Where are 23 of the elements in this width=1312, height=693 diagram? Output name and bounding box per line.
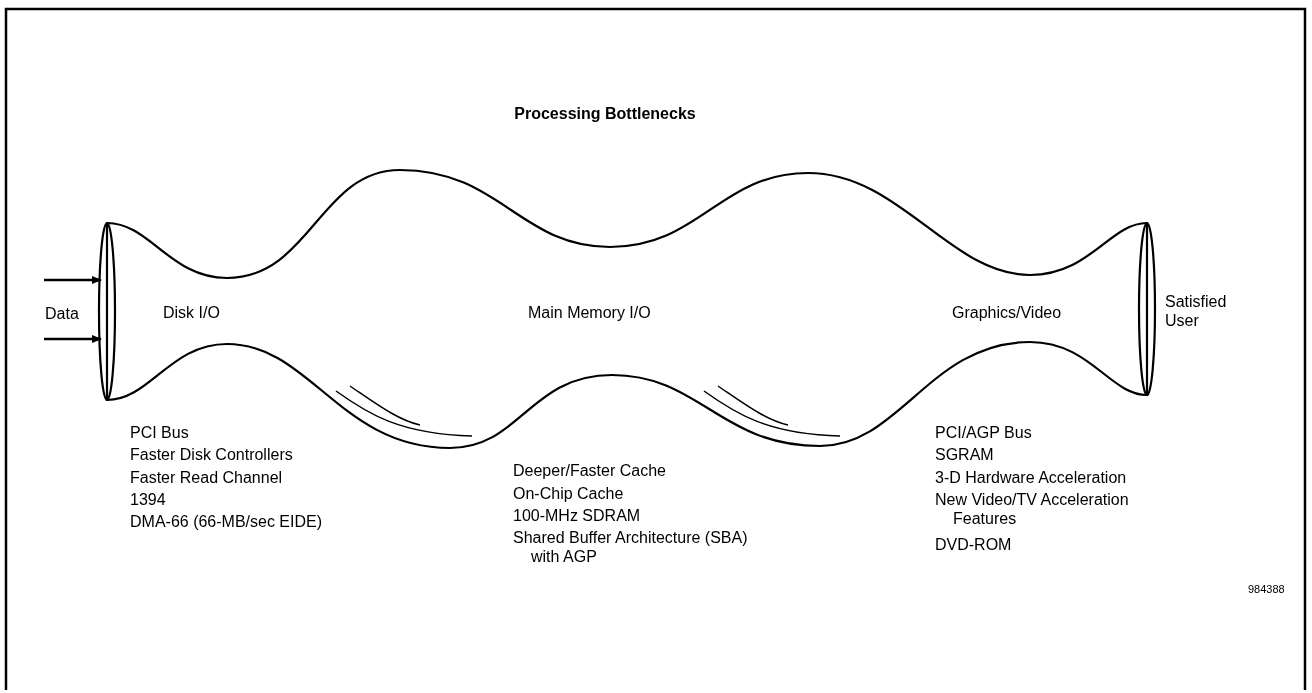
list-item: PCI/AGP Bus — [935, 423, 1032, 442]
arrow — [44, 335, 102, 343]
list-item: On-Chip Cache — [513, 484, 624, 503]
list-item: New Video/TV Acceleration Features — [935, 490, 1130, 528]
list-item: PCI Bus — [130, 423, 189, 442]
list-item: Faster Disk Controllers — [130, 445, 293, 464]
list-item: 1394 — [130, 490, 166, 509]
side-label: Satisfied User — [1165, 292, 1228, 330]
input-label: Data — [45, 303, 79, 323]
list-item: DVD-ROM — [935, 535, 1012, 554]
list-item: 100-MHz SDRAM — [513, 506, 641, 525]
list-item: Deeper/Faster Cache — [513, 461, 666, 480]
section-label: Disk I/O — [163, 303, 220, 322]
list-item: Faster Read Channel — [130, 468, 283, 487]
list-item: Shared Buffer Architecture (SBA) with AGP — [513, 528, 749, 566]
figure-number: 984388 — [1248, 582, 1285, 597]
list-item: 3-D Hardware Acceleration — [935, 468, 1127, 487]
list-item: DMA-66 (66-MB/sec EIDE) — [130, 512, 323, 531]
section-label: Graphics/Video — [952, 303, 1062, 322]
diagram-title: Processing Bottlenecks — [513, 104, 697, 123]
list-item: SGRAM — [935, 445, 994, 464]
arrow — [44, 276, 102, 284]
section-label: Main Memory I/O — [528, 303, 651, 322]
